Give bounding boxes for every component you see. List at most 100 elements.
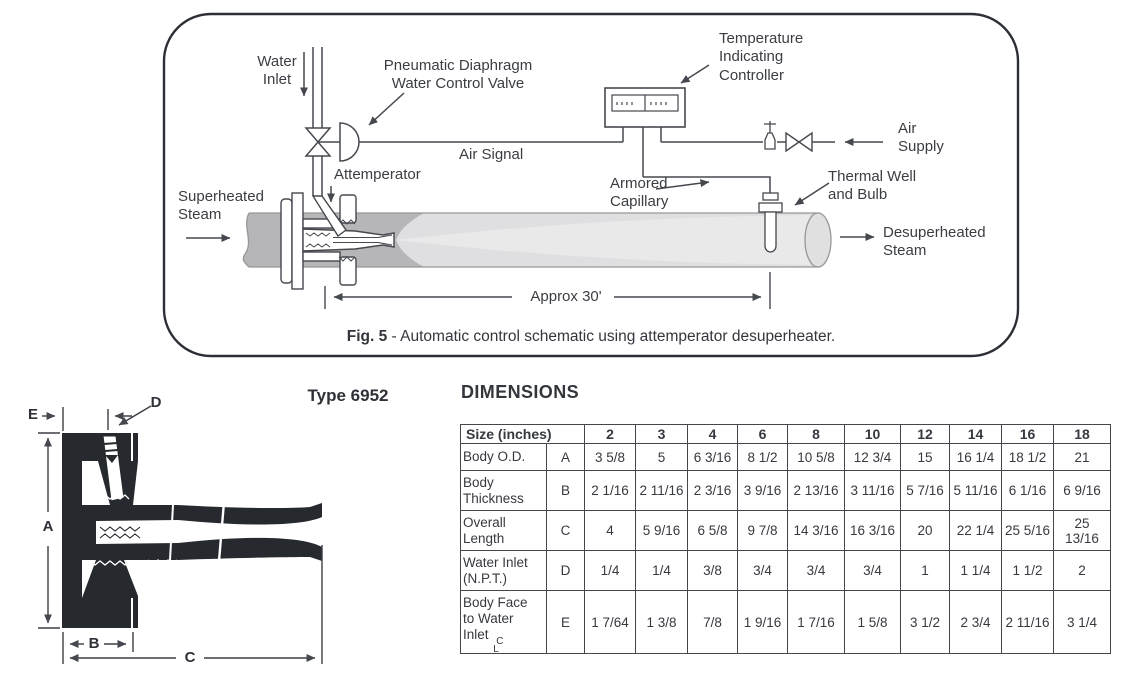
table-cell: 16 1/4 <box>949 443 1002 471</box>
table-cell: 3 1/2 <box>900 590 950 654</box>
label-approx-30: Approx 30' <box>530 288 602 305</box>
size-column-header: 2 <box>584 424 636 444</box>
approx-30-dimension <box>324 272 771 309</box>
size-column-header: 4 <box>687 424 738 444</box>
table-cell: 3/4 <box>787 550 845 591</box>
cross-section-drawing <box>38 405 323 664</box>
table-cell: 1 7/64 <box>584 590 636 654</box>
table-cell: 12 3/4 <box>844 443 901 471</box>
table-cell: 8 1/2 <box>737 443 788 471</box>
dimension-lines <box>38 405 323 664</box>
controller-leader-arrow <box>680 64 710 84</box>
capillary-leader-arrow <box>655 179 710 190</box>
air-valve-symbol <box>785 131 813 153</box>
diaphragm-actuator <box>339 122 360 162</box>
table-cell: 10 5/8 <box>787 443 845 471</box>
spray-cone <box>396 215 810 265</box>
row-letter-cell: E <box>546 590 585 654</box>
dim-letter-a: A <box>42 518 54 535</box>
table-cell: 1/4 <box>584 550 636 591</box>
table-cell: 5 11/16 <box>949 470 1002 511</box>
attemperator-assembly <box>280 192 395 290</box>
row-letter-cell: B <box>546 470 585 511</box>
table-cell: 1 7/16 <box>787 590 845 654</box>
table-cell: 3/4 <box>844 550 901 591</box>
thermalwell-leader-arrow <box>794 182 830 206</box>
size-column-header: 3 <box>635 424 688 444</box>
row-letter-cell: C <box>546 510 585 551</box>
size-column-header: 12 <box>900 424 950 444</box>
table-cell: 6 5/8 <box>687 510 738 551</box>
table-cell: 3 9/16 <box>737 470 788 511</box>
table-cell: 2 11/16 <box>635 470 688 511</box>
table-cell: 3 5/8 <box>584 443 636 471</box>
table-cell: 1 1/2 <box>1001 550 1054 591</box>
label-pneumatic-valve: Pneumatic Diaphragm Water Control Valve <box>383 57 533 93</box>
table-cell: 16 3/16 <box>844 510 901 551</box>
dim-letter-e: E <box>27 406 38 423</box>
table-cell: 20 <box>900 510 950 551</box>
size-column-header: 6 <box>737 424 788 444</box>
table-cell: 9 7/8 <box>737 510 788 551</box>
table-cell: 5 7/16 <box>900 470 950 511</box>
angled-water-pipe <box>311 195 347 238</box>
figure-caption: Fig. 5 - Automatic control schematic usi… <box>164 328 1018 346</box>
upper-nozzle-arm <box>178 503 322 525</box>
label-thermal-well: Thermal Well and Bulb <box>828 168 917 204</box>
drawing-title: Type 6952 <box>307 386 389 405</box>
figure-caption-text: - Automatic control schematic using atte… <box>387 328 836 345</box>
table-cell: 6 1/16 <box>1001 470 1054 511</box>
row-letter-cell: A <box>546 443 585 471</box>
dim-letter-c: C <box>184 649 196 666</box>
label-armored-capillary: Armored Capillary <box>610 175 669 211</box>
size-column-header: 16 <box>1001 424 1054 444</box>
table-cell: 1 <box>900 550 950 591</box>
label-air-signal: Air Signal <box>459 146 524 163</box>
table-cell: 18 1/2 <box>1001 443 1054 471</box>
table-cell: 5 <box>635 443 688 471</box>
size-column-header: 10 <box>844 424 901 444</box>
figure-caption-number: Fig. 5 <box>346 328 388 345</box>
table-cell: 3/8 <box>687 550 738 591</box>
size-column-header: 8 <box>787 424 845 444</box>
size-header-cell: Size (inches) <box>460 424 585 444</box>
table-cell: 6 3/16 <box>687 443 738 471</box>
table-cell: 7/8 <box>687 590 738 654</box>
table-cell: 3/4 <box>737 550 788 591</box>
row-label-cell: Water Inlet (N.P.T.) <box>460 550 547 591</box>
row-label-cell: Body O.D. <box>460 443 547 471</box>
row-label-cell: Overall Length <box>460 510 547 551</box>
label-attemperator: Attemperator <box>334 166 421 183</box>
label-temp-controller: Temperature Indicating Controller <box>719 30 804 84</box>
table-cell: 2 3/16 <box>687 470 738 511</box>
dimensions-heading: DIMENSIONS <box>461 382 580 402</box>
table-cell: 1/4 <box>635 550 688 591</box>
table-cell: 3 11/16 <box>844 470 901 511</box>
water-inlet-line <box>300 47 323 196</box>
table-cell: 5 9/16 <box>635 510 688 551</box>
size-column-header: 18 <box>1053 424 1111 444</box>
pipe-end-cap <box>804 212 832 268</box>
table-cell: 25 13/16 <box>1053 510 1111 551</box>
armored-capillary-line <box>643 176 771 193</box>
spray-nozzle <box>302 228 395 252</box>
table-cell: 6 9/16 <box>1053 470 1111 511</box>
table-cell: 2 11/16 <box>1001 590 1054 654</box>
temperature-controller <box>604 87 686 177</box>
table-cell: 14 3/16 <box>787 510 845 551</box>
table-cell: 15 <box>900 443 950 471</box>
table-cell: 4 <box>584 510 636 551</box>
label-water-inlet: Water Inlet <box>257 53 297 89</box>
table-cell: 21 <box>1053 443 1111 471</box>
label-desuperheated-steam: Desuperheated Steam <box>883 224 986 260</box>
dim-letter-d: D <box>150 394 162 411</box>
dim-letter-b: B <box>88 635 100 652</box>
